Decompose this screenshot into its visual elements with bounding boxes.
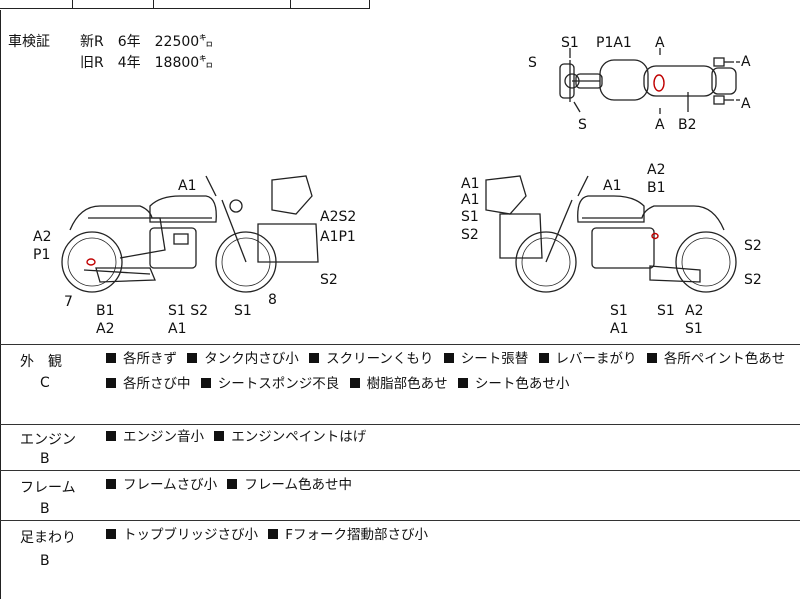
header-cell (291, 0, 370, 9)
top-label: A (655, 117, 665, 133)
section-items: 各所きず タンク内さび小 スクリーンくもり シート張替 レバーまがり 各所ペイン… (106, 347, 796, 397)
finding-item: タンク内さび小 (187, 351, 299, 367)
bullet-square-icon (106, 529, 116, 539)
right-label: A2 (647, 162, 665, 178)
bullet-square-icon (106, 431, 116, 441)
section-grade: B (40, 451, 50, 467)
bullet-square-icon (349, 378, 360, 388)
finding-item: 各所さび中 (106, 376, 191, 392)
section-grade: C (40, 375, 50, 391)
top-label: A (741, 54, 751, 70)
right-label: A2 (685, 303, 703, 319)
finding-item: エンジンペイントはげ (214, 429, 366, 445)
section-grade: B (40, 501, 50, 517)
left-label: S1 (234, 303, 252, 319)
section-items: エンジン音小 エンジンペイントはげ (106, 425, 796, 450)
left-view-motorcycle-icon (61, 175, 319, 293)
right-label: B1 (647, 180, 666, 196)
top-label: P1A1 (596, 35, 632, 51)
right-label: S2 (744, 272, 762, 288)
right-label: A1 (461, 192, 479, 208)
section-suspension: 足まわり B トップブリッジさび小 Fフォーク摺動部さび小 (0, 520, 800, 600)
bullet-square-icon (214, 431, 225, 441)
left-label: P1 (33, 247, 50, 263)
left-label: A2 (33, 229, 51, 245)
section-engine: エンジン B エンジン音小 エンジンペイントはげ (0, 424, 800, 471)
finding-item: フレームさび小 (106, 477, 217, 493)
left-label: A1P1 (320, 229, 356, 245)
bullet-square-icon (106, 378, 116, 388)
section-items: トップブリッジさび小 Fフォーク摺動部さび小 (106, 523, 796, 548)
finding-item: 各所きず (106, 351, 177, 367)
left-label: A2S2 (320, 209, 356, 225)
finding-item: シート張替 (443, 351, 528, 367)
left-label: A2 (96, 321, 114, 337)
bullet-square-icon (457, 378, 468, 388)
registration-label: 車検証 (8, 34, 50, 50)
section-grade: B (40, 553, 50, 569)
bullet-square-icon (538, 353, 549, 363)
finding-item: トップブリッジさび小 (106, 527, 258, 543)
right-view-motorcycle-icon (485, 175, 737, 293)
sheet-border (0, 10, 800, 599)
right-label: S2 (744, 238, 762, 254)
left-label: A1 (168, 321, 186, 337)
right-label: S1 (657, 303, 675, 319)
finding-item: 各所ペイント色あせ (646, 351, 785, 367)
bullet-square-icon (187, 353, 198, 363)
finding-item: シート色あせ小 (457, 376, 569, 392)
top-label: S (578, 117, 587, 133)
right-label: S1 (685, 321, 703, 337)
bullet-square-icon (309, 353, 320, 363)
left-label: S2 (320, 272, 338, 288)
finding-item: Fフォーク摺動部さび小 (268, 527, 428, 543)
finding-item: フレーム色あせ中 (227, 477, 352, 493)
section-title: フレーム (20, 480, 76, 496)
right-label: S1 (610, 303, 628, 319)
top-label: A (655, 35, 665, 51)
left-label: 7 (64, 294, 73, 310)
top-label: S1 (561, 35, 579, 51)
left-label: 8 (268, 292, 277, 308)
header-cell (154, 0, 291, 9)
bullet-square-icon (443, 353, 454, 363)
header-cell (73, 0, 154, 9)
section-title: 外 観 (20, 354, 62, 370)
section-exterior: 外 観 C 各所きず タンク内さび小 スクリーンくもり シート張替 レバーまがり… (0, 344, 800, 425)
finding-item: シートスポンジ不良 (200, 376, 339, 392)
bullet-square-icon (646, 353, 657, 363)
registration-old: 旧R 4年 18800㌔ (80, 55, 214, 71)
right-label: A1 (461, 176, 479, 192)
top-view-motorcycle-icon (559, 48, 740, 114)
section-items: フレームさび小 フレーム色あせ中 (106, 473, 796, 498)
finding-item: スクリーンくもり (309, 351, 433, 367)
top-label: S (528, 55, 537, 71)
section-title: 足まわり (20, 530, 76, 546)
registration-new: 新R 6年 22500㌔ (80, 34, 214, 50)
bullet-square-icon (268, 529, 279, 539)
right-label: S2 (461, 227, 479, 243)
section-frame: フレーム B フレームさび小 フレーム色あせ中 (0, 470, 800, 521)
section-title: エンジン (20, 432, 76, 448)
finding-item: レバーまがり (538, 351, 637, 367)
bullet-square-icon (200, 378, 211, 388)
bullet-square-icon (106, 353, 116, 363)
left-label: S1 S2 (168, 303, 208, 319)
right-label: A1 (603, 178, 621, 194)
left-label: A1 (178, 178, 196, 194)
damage-diagram: S1 P1A1 A S A A S A B2 A1 (33, 35, 762, 337)
top-label: B2 (678, 117, 697, 133)
right-label: A1 (610, 321, 628, 337)
header-table-remnant (0, 0, 800, 10)
left-label: B1 (96, 303, 115, 319)
bullet-square-icon (227, 479, 238, 489)
bullet-square-icon (106, 479, 116, 489)
right-label: S1 (461, 209, 479, 225)
top-label: A (741, 96, 751, 112)
finding-item: 樹脂部色あせ (349, 376, 448, 392)
header-cell (0, 0, 73, 9)
finding-item: エンジン音小 (106, 429, 204, 445)
